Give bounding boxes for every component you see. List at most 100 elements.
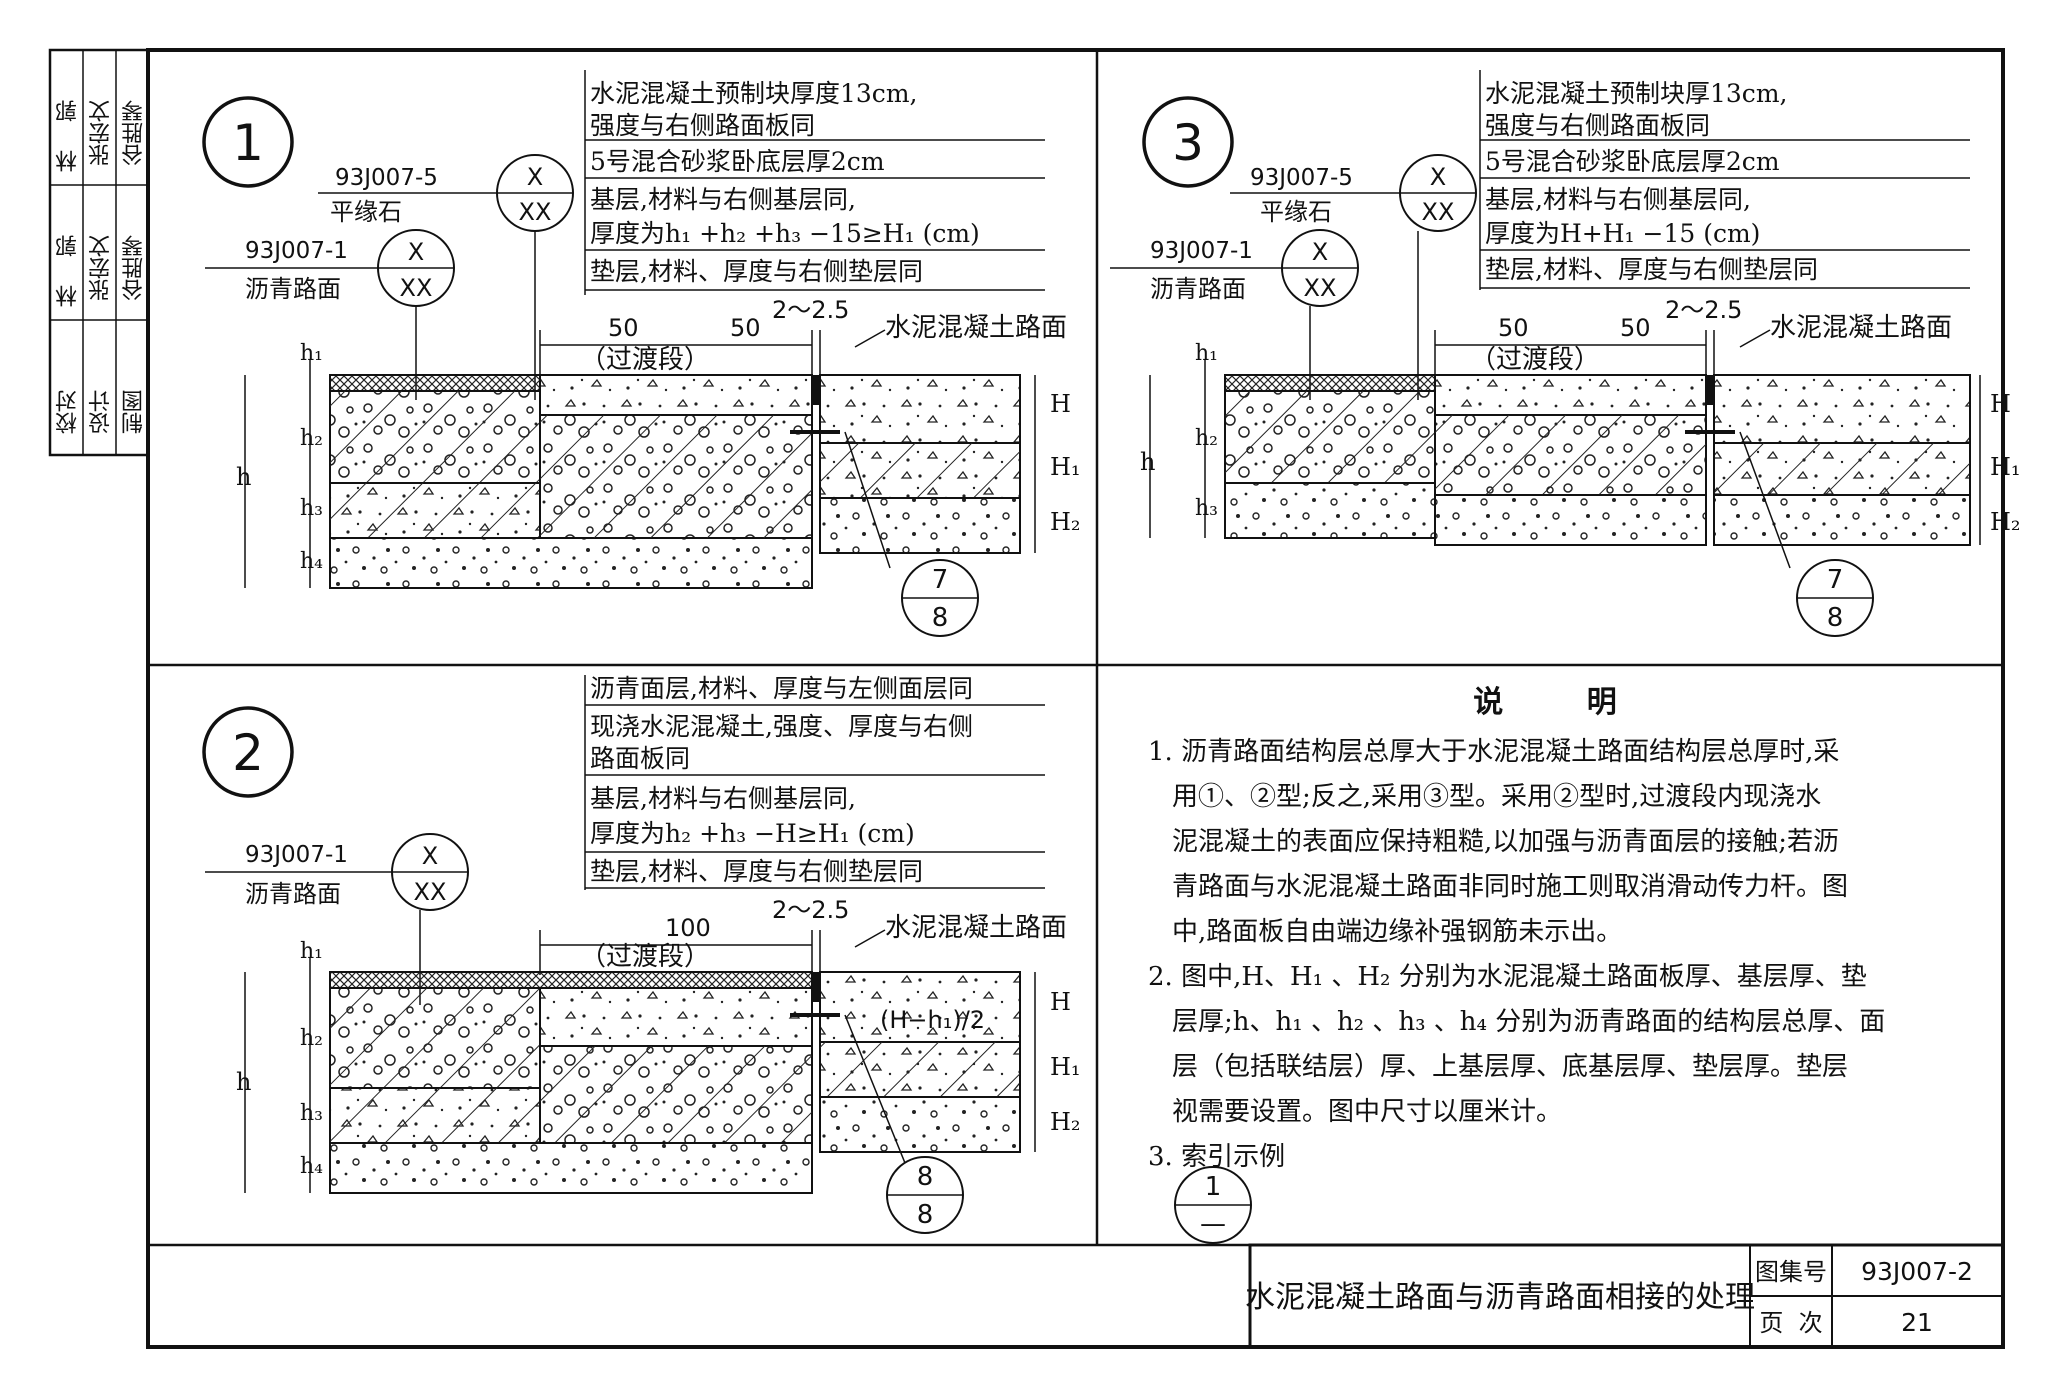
d2-note-6: 垫层,材料、厚度与右侧垫层同 — [590, 857, 923, 886]
note-line-8: 层（包括联结层）厚、上基层厚、底基层厚、垫层厚。垫层 — [1172, 1052, 1848, 1082]
title-block: 水泥混凝土路面与沥青路面相接的处理 图集号 93J007-2 页 次 21 — [1245, 1243, 2005, 1349]
detail-number-2: 2 — [232, 724, 264, 782]
svg-text:X: X — [422, 842, 438, 870]
note-line-9: 视需要设置。图中尺寸以厘米计。 — [1172, 1097, 1562, 1127]
d1-ref2-label: 沥青路面 — [245, 275, 341, 303]
note-line-6: 2. 图中,H、H₁ 、H₂ 分别为水泥混凝土路面板厚、基层厚、垫 — [1148, 962, 1867, 992]
svg-text:—: — — [1200, 1209, 1226, 1239]
detail-number-3: 3 — [1172, 114, 1204, 172]
sheet-frame — [146, 48, 2005, 1349]
d1-note-3: 5号混合砂浆卧底层厚2cm — [590, 147, 885, 176]
sig-name-8: 谷胜琴 — [122, 235, 147, 301]
d2-note-1: 沥青面层,材料、厚度与左侧面层同 — [590, 674, 973, 703]
svg-text:沥青路面: 沥青路面 — [245, 880, 341, 908]
svg-text:H₁: H₁ — [1050, 1053, 1081, 1081]
svg-text:h₁: h₁ — [300, 341, 323, 366]
signature-texts: 郭 林 张宏文 谷胜琴 郭 林 张宏文 谷胜琴 校对 设计 制图 — [50, 50, 148, 455]
svg-text:X: X — [1312, 238, 1328, 266]
d1-note-4: 基层,材料与右侧基层同, — [590, 185, 856, 214]
sig-name-1: 郭 — [56, 100, 81, 122]
d3-note-4: 基层,材料与右侧基层同, — [1485, 185, 1751, 214]
sig-name-3: 张宏文 — [89, 100, 114, 166]
svg-text:XX: XX — [400, 274, 433, 302]
svg-text:（过渡段）: （过渡段） — [1470, 345, 1600, 375]
detail-2: 2 沥青面层,材料、厚度与左侧面层同 现浇水泥混凝土,强度、厚度与右侧 路面板同… — [202, 674, 1081, 1234]
d1-ref1-label: 平缘石 — [330, 198, 402, 226]
svg-text:H: H — [1050, 390, 1071, 418]
svg-text:H₂: H₂ — [1050, 508, 1081, 536]
svg-text:h: h — [236, 1068, 251, 1096]
svg-text:7: 7 — [1827, 565, 1844, 595]
svg-text:h₁: h₁ — [300, 939, 323, 964]
svg-text:h: h — [236, 463, 251, 491]
d2-note-5: 厚度为h₂ +h₃ −H≥H₁ (cm) — [590, 819, 915, 848]
svg-text:2～2.5: 2～2.5 — [772, 896, 849, 924]
sig-name-2: 林 — [56, 150, 81, 172]
svg-text:93J007-5: 93J007-5 — [1250, 165, 1353, 191]
svg-text:（过渡段）: （过渡段） — [580, 942, 710, 972]
svg-text:93J007-1: 93J007-1 — [245, 842, 348, 868]
detail-number-circle-3 — [1142, 96, 1234, 188]
d3-note-2: 强度与右侧路面板同 — [1485, 111, 1710, 140]
svg-text:100: 100 — [665, 914, 711, 942]
svg-text:h₄: h₄ — [300, 1154, 323, 1179]
detail-number-circle-1 — [202, 96, 294, 188]
role-design: 设计 — [89, 390, 114, 434]
atlas-value: 93J007-2 — [1861, 1257, 1973, 1286]
d2-note-4: 基层,材料与右侧基层同, — [590, 784, 856, 813]
d1-concrete-label: 水泥混凝土路面 — [885, 313, 1067, 343]
svg-text:XX: XX — [1422, 198, 1455, 226]
svg-text:50: 50 — [1620, 314, 1651, 342]
svg-text:h: h — [1140, 448, 1155, 476]
svg-text:7: 7 — [932, 565, 949, 595]
svg-text:h₃: h₃ — [1195, 496, 1218, 521]
svg-text:水泥混凝土路面: 水泥混凝土路面 — [885, 913, 1067, 943]
note-line-7: 层厚;h、h₁ 、h₂ 、h₃ 、h₄ 分别为沥青路面的结构层总厚、面 — [1172, 1007, 1885, 1037]
drawing-title: 水泥混凝土路面与沥青路面相接的处理 — [1245, 1280, 1755, 1315]
note-line-4: 青路面与水泥混凝土路面非同时施工则取消滑动传力杆。图 — [1172, 872, 1848, 902]
svg-text:h₁: h₁ — [1195, 341, 1218, 366]
d1-ref1-code: 93J007-5 — [335, 165, 438, 191]
svg-text:h₂: h₂ — [1195, 426, 1218, 451]
svg-text:h₂: h₂ — [300, 1026, 323, 1051]
role-proofread: 校对 — [56, 390, 81, 434]
svg-text:XX: XX — [519, 198, 552, 226]
svg-text:1: 1 — [1205, 1172, 1222, 1202]
sig-name-7: 张宏文 — [89, 235, 114, 301]
d2-note-2: 现浇水泥混凝土,强度、厚度与右侧 — [590, 712, 973, 741]
note-line-2: 用①、②型;反之,采用③型。采用②型时,过渡段内现浇水 — [1172, 782, 1821, 812]
svg-text:H₁: H₁ — [1050, 453, 1081, 481]
svg-text:h₄: h₄ — [300, 549, 323, 574]
d1-note-1: 水泥混凝土预制块厚度13cm, — [590, 79, 917, 108]
page-value: 21 — [1901, 1308, 1933, 1337]
d3-note-1: 水泥混凝土预制块厚13cm, — [1485, 79, 1787, 108]
note-line-5: 中,路面板自由端边缘补强钢筋未示出。 — [1172, 917, 1622, 947]
svg-text:50: 50 — [608, 314, 639, 342]
note-line-3: 泥混凝土的表面应保持粗糙,以加强与沥青面层的接触;若沥 — [1172, 827, 1839, 857]
sig-name-5: 郭 — [56, 235, 81, 257]
svg-text:8: 8 — [917, 1162, 934, 1192]
svg-text:h₂: h₂ — [300, 426, 323, 451]
d1-note-6: 垫层,材料、厚度与右侧垫层同 — [590, 257, 923, 286]
svg-text:2～2.5: 2～2.5 — [1665, 296, 1742, 324]
d1-ref2-code: 93J007-1 — [245, 238, 348, 264]
svg-text:8: 8 — [932, 603, 949, 633]
svg-text:H: H — [1990, 390, 2011, 418]
svg-text:X: X — [527, 163, 543, 191]
d3-note-3: 5号混合砂浆卧底层厚2cm — [1485, 147, 1780, 176]
svg-text:H₂: H₂ — [1990, 508, 2021, 536]
atlas-label: 图集号 — [1755, 1258, 1827, 1286]
svg-text:8: 8 — [917, 1200, 934, 1230]
svg-text:水泥混凝土路面: 水泥混凝土路面 — [1770, 313, 1952, 343]
svg-text:H₁: H₁ — [1990, 453, 2021, 481]
svg-text:8: 8 — [1827, 603, 1844, 633]
svg-text:X: X — [408, 238, 424, 266]
detail-number-circle-2 — [202, 706, 294, 798]
d3-note-5: 厚度为H+H₁ −15 (cm) — [1485, 219, 1760, 248]
note-line-1: 1. 沥青路面结构层总厚大于水泥混凝土路面结构层总厚时,采 — [1148, 737, 1839, 767]
svg-text:X: X — [1430, 163, 1446, 191]
svg-text:沥青路面: 沥青路面 — [1150, 275, 1246, 303]
svg-text:50: 50 — [730, 314, 761, 342]
page-label: 页 次 — [1759, 1309, 1822, 1337]
svg-text:H₂: H₂ — [1050, 1108, 1081, 1136]
